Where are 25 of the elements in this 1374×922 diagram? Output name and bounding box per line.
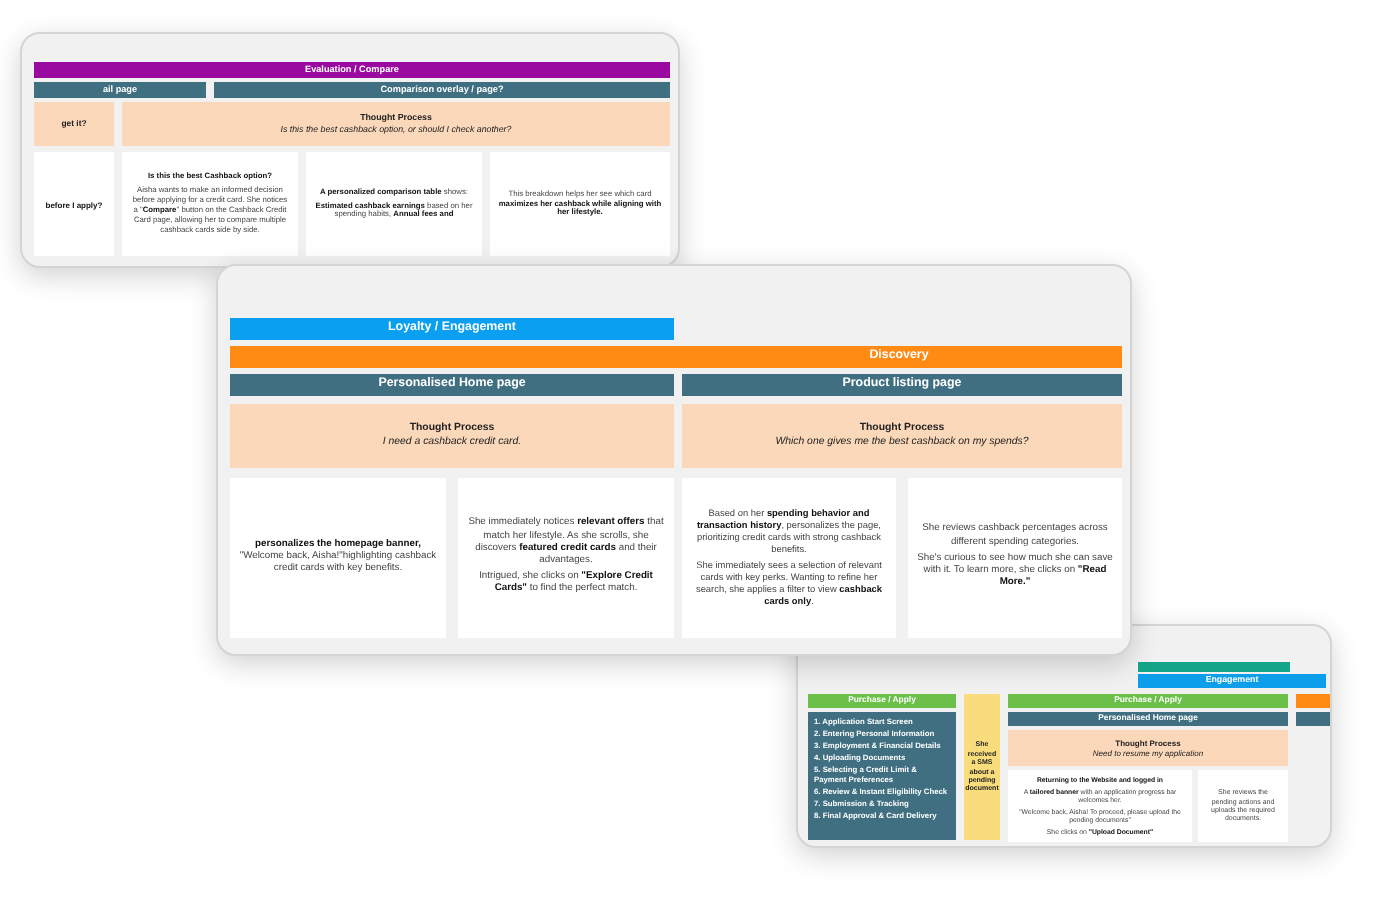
page-header-bar [682, 374, 1122, 396]
steps-panel [808, 712, 956, 840]
stage-band [230, 318, 674, 340]
thought-process-panel [34, 102, 114, 146]
page-header-bar [230, 374, 674, 396]
stage-band [34, 62, 670, 78]
page-header-bar [34, 82, 206, 98]
stage-band [1296, 694, 1330, 708]
stage-band [1008, 694, 1288, 708]
notification-panel [964, 694, 1000, 840]
stage-band [1138, 674, 1326, 688]
stage-band [808, 694, 956, 708]
journey-map-screen [796, 624, 1332, 848]
thought-process-panel [122, 102, 670, 146]
page-header-bar [214, 82, 670, 98]
thought-process-panel [682, 404, 1122, 468]
page-header-bar [1008, 712, 1288, 726]
thought-process-panel [230, 404, 674, 468]
journey-map-screen [216, 264, 1132, 656]
journey-map-screen [20, 32, 680, 268]
thought-process-panel [1008, 730, 1288, 766]
step-card [490, 152, 670, 256]
stage-band [230, 346, 1122, 368]
stage-band [1138, 662, 1290, 672]
stage-band [1296, 712, 1330, 726]
